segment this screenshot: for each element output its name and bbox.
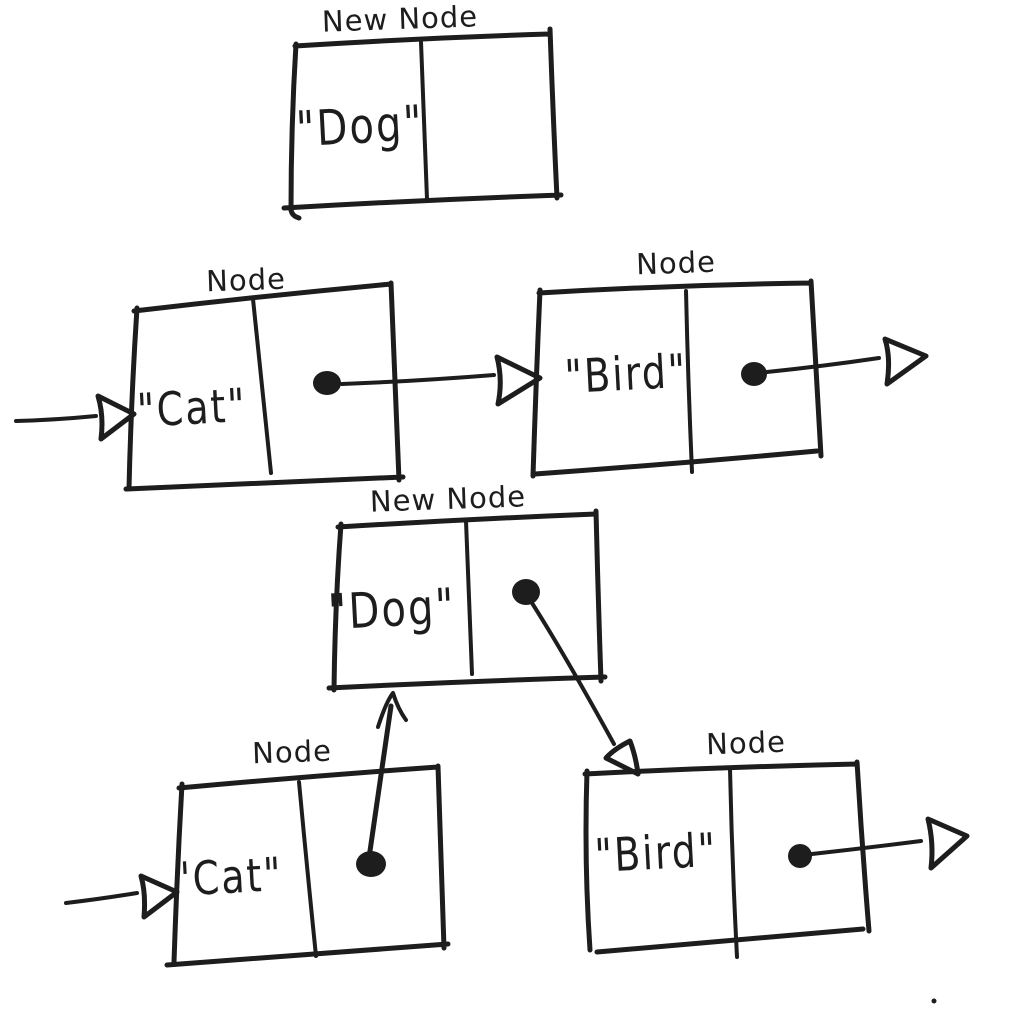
box-outline xyxy=(164,763,451,968)
box-outline xyxy=(281,26,564,221)
before-cat-next-arrow xyxy=(340,354,543,407)
after-bird-title: Node xyxy=(705,724,787,762)
after-new-node-title: New Node xyxy=(369,479,527,519)
arrowhead-icon xyxy=(95,393,137,442)
arrow-line xyxy=(340,373,496,386)
after-cat-value: "Cat" xyxy=(171,847,285,907)
arrowhead-icon xyxy=(603,738,641,777)
arrow-line xyxy=(64,891,139,905)
cell-divider xyxy=(251,297,273,475)
arrow-line xyxy=(810,839,923,856)
before-head-arrow xyxy=(14,393,137,442)
before-bird-node-box xyxy=(530,278,824,479)
before-cat-value: "Cat" xyxy=(135,378,249,438)
box-outline xyxy=(530,278,824,479)
box-outline xyxy=(582,759,872,955)
before-bird-value: "Bird" xyxy=(563,343,689,405)
box-outline xyxy=(123,280,406,492)
after-bird-null-arrow xyxy=(810,816,970,871)
cell-divider xyxy=(684,289,694,474)
pointer-dot xyxy=(313,371,341,395)
box-outline xyxy=(326,508,608,693)
stray-ink-speck xyxy=(931,998,937,1004)
new-node-top-title: New Node xyxy=(321,0,479,39)
after-bird-node-box xyxy=(582,759,872,959)
arrowhead-icon xyxy=(138,873,180,920)
arrow-line xyxy=(367,703,394,854)
arrowhead-icon xyxy=(925,816,970,871)
before-cat-node-box xyxy=(123,280,406,492)
arrowhead-icon xyxy=(376,691,408,729)
cell-divider xyxy=(297,780,318,958)
after-cat-next-arrow xyxy=(367,691,408,854)
cell-divider xyxy=(419,40,429,201)
after-head-arrow xyxy=(64,873,180,920)
new-node-top-value: "Dog" xyxy=(294,95,426,159)
before-bird-null-arrow xyxy=(765,336,929,387)
pointer-dot xyxy=(788,844,812,868)
pointer-dot xyxy=(512,579,540,605)
arrow-line xyxy=(530,601,616,746)
arrow-line xyxy=(14,414,98,423)
arrowhead-icon xyxy=(494,354,543,407)
before-bird-title: Node xyxy=(635,244,717,282)
after-cat-title: Node xyxy=(251,733,333,771)
cell-divider xyxy=(728,767,739,959)
after-cat-node-box xyxy=(164,763,451,968)
after-new-node-next-arrow xyxy=(530,601,641,777)
new-node-top-box xyxy=(281,26,564,221)
before-cat-title: Node xyxy=(205,261,287,299)
after-new-node-box xyxy=(326,508,608,693)
pointer-dot xyxy=(356,851,386,877)
arrow-line xyxy=(765,356,881,374)
after-bird-value: "Bird" xyxy=(593,822,719,884)
cell-divider xyxy=(464,519,474,676)
after-new-node-value: "Dog" xyxy=(326,578,458,642)
arrowhead-icon xyxy=(882,336,929,387)
pointer-dot xyxy=(741,362,767,386)
